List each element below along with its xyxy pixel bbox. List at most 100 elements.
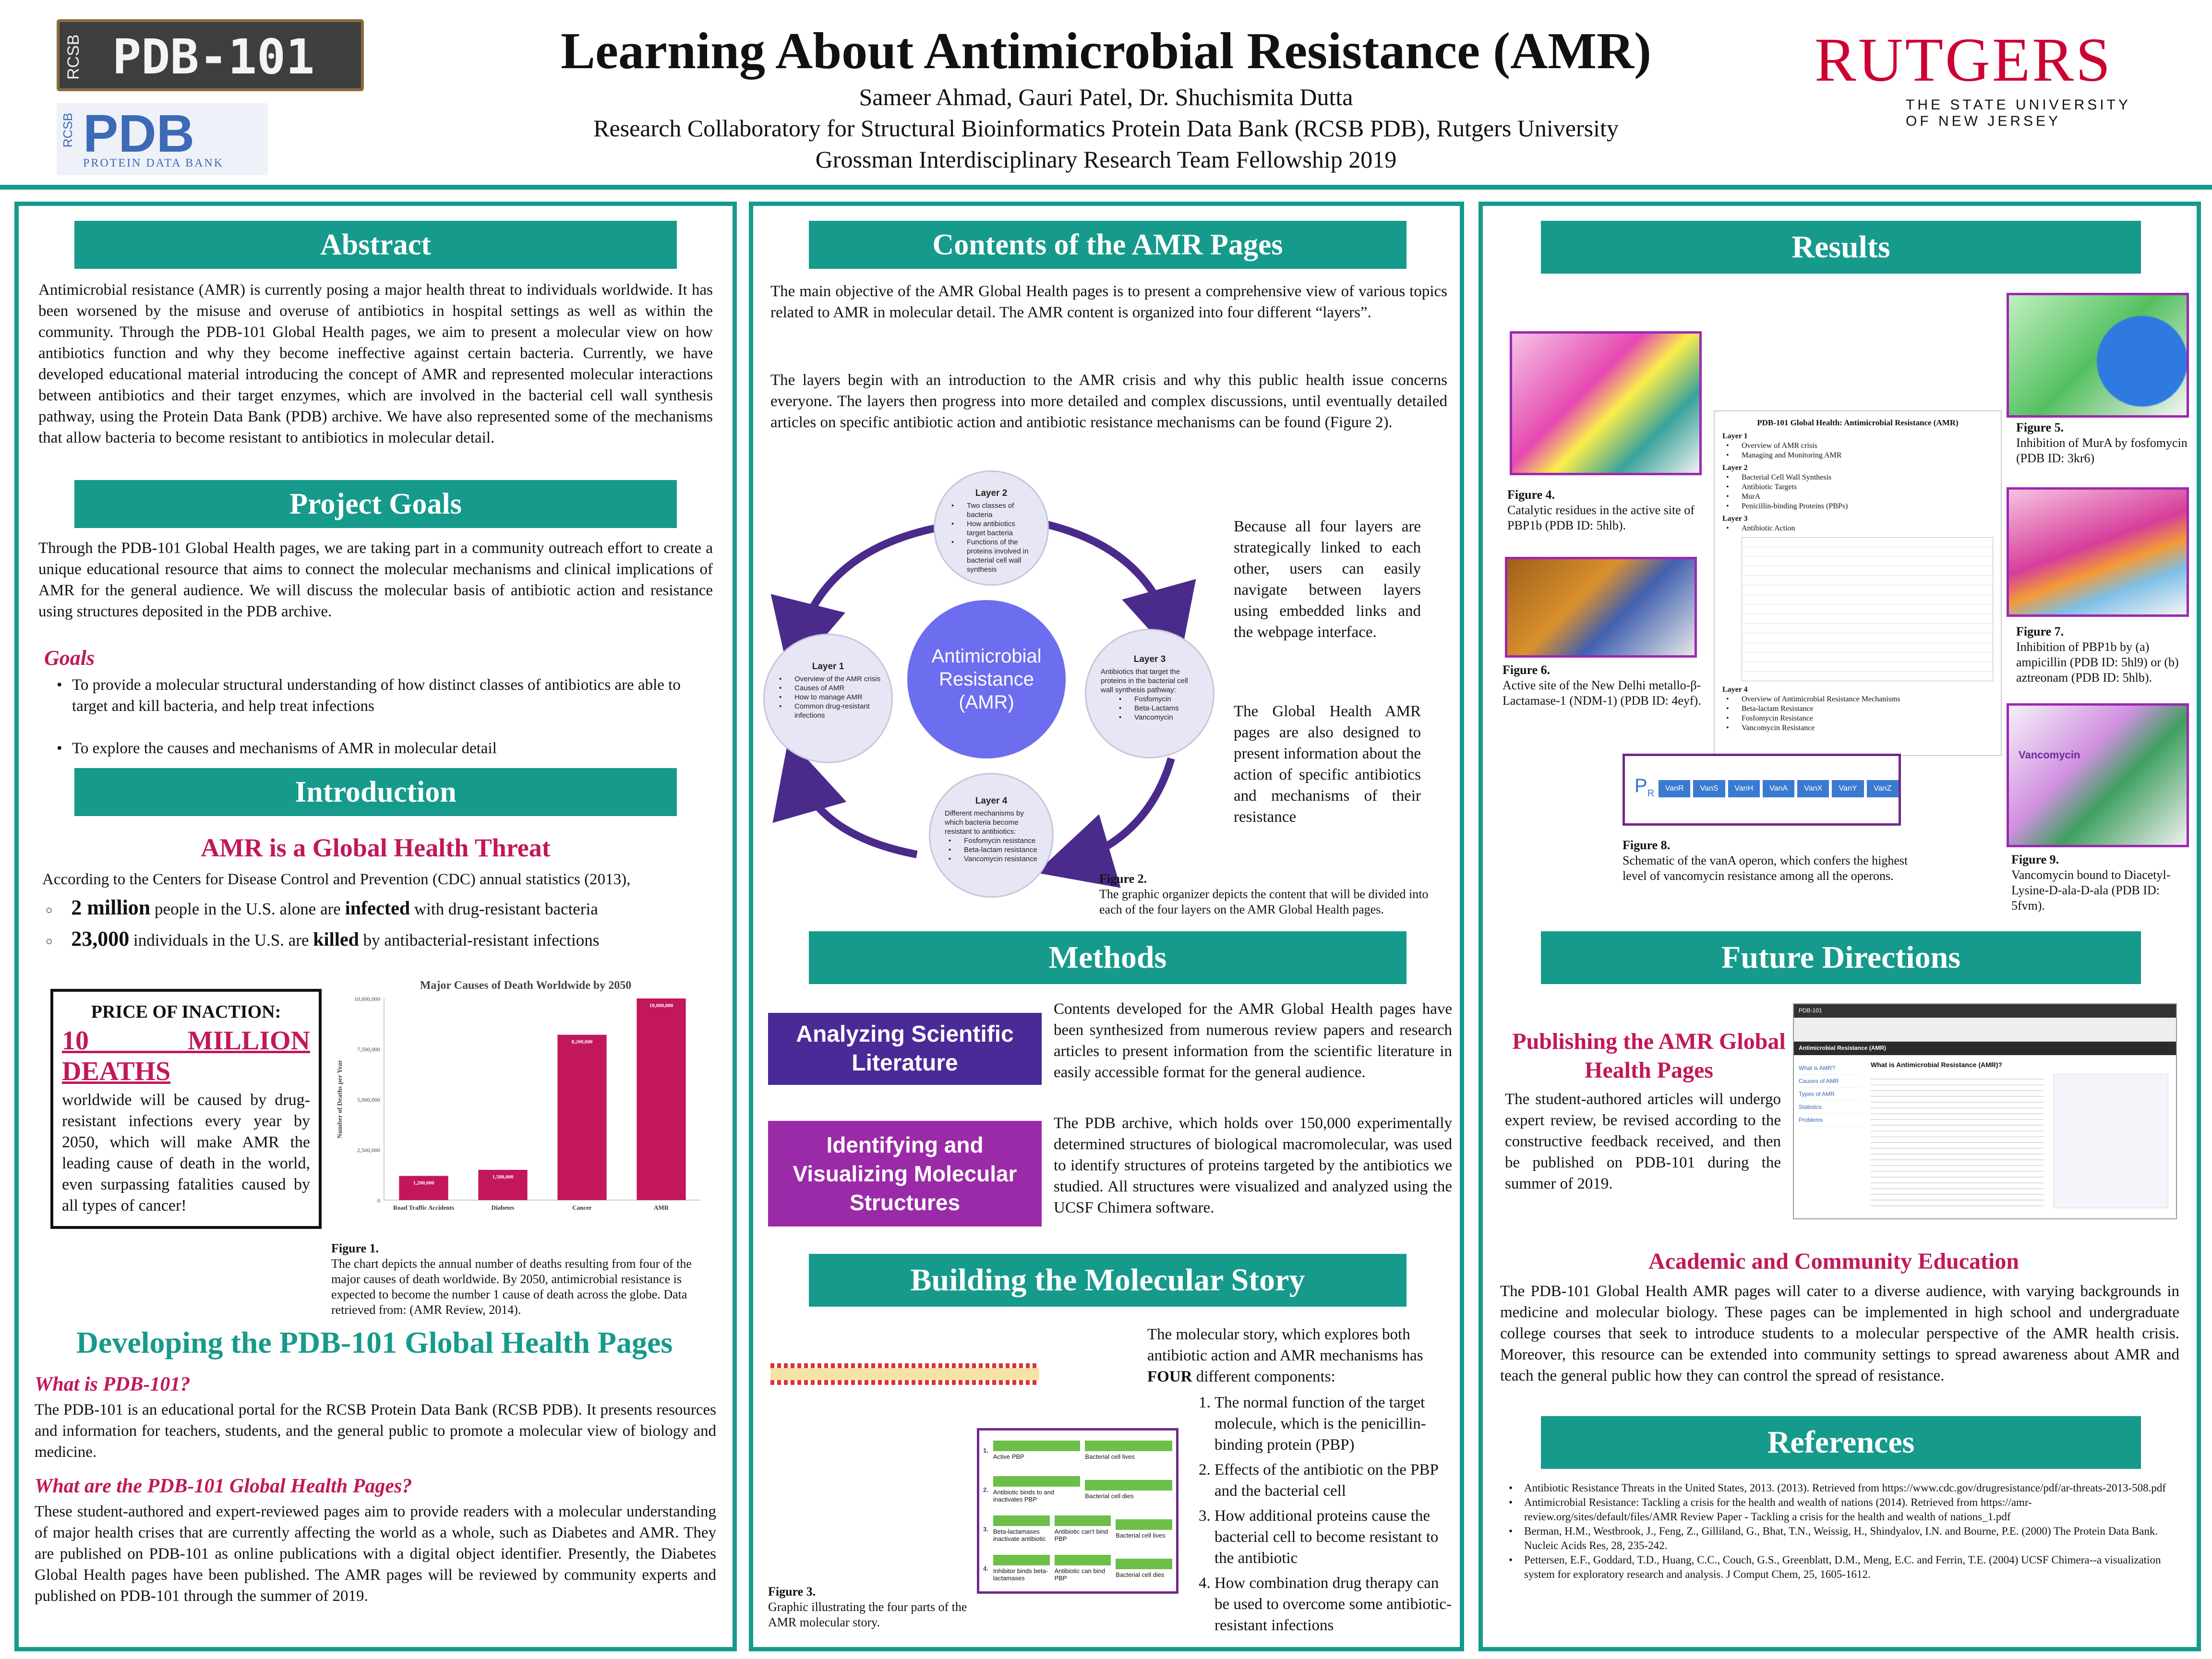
operon-gene: VanX: [1797, 780, 1829, 797]
references-list: Antibiotic Resistance Threats in the Uni…: [1505, 1481, 2179, 1582]
fig3-label: Bacterial cell lives: [1116, 1519, 1172, 1539]
publishing-text: The student-authored articles will under…: [1505, 1091, 1781, 1192]
chart-ytick: 5,000,000: [357, 1096, 380, 1103]
web-nav-link[interactable]: Types of AMR: [1799, 1088, 1861, 1101]
layer2-item: How antibiotics target bacteria: [948, 519, 1035, 538]
fig2-caption: Figure 2. The graphic organizer depicts …: [1099, 872, 1429, 916]
poster-title: Learning About Antimicrobial Resistance …: [561, 23, 1651, 80]
fig7-caption: Figure 7. Inhibition of PBP1b by (a) amp…: [2016, 625, 2179, 685]
layers-arrows: [770, 519, 1196, 888]
layer3-node: Layer 3 Antibiotics that target the prot…: [1085, 629, 1214, 758]
layer3-item: Fosfomycin: [1115, 695, 1199, 704]
web-topbar: PDB-101: [1794, 1004, 2176, 1018]
story-item: Effects of the antibiotic on the PBP and…: [1214, 1459, 1455, 1502]
rutgers-sub1: THE STATE UNIVERSITY: [1906, 97, 2131, 113]
fig3-label: Bacterial cell dies: [1085, 1479, 1172, 1500]
web-title-bar: Antimicrobial Resistance (AMR): [1794, 1042, 2176, 1055]
chart-data-label: 8,200,000: [572, 1039, 593, 1045]
abstract-text: Antimicrobial resistance (AMR) is curren…: [38, 281, 713, 446]
layer3-item: Beta-Lactams: [1115, 704, 1199, 713]
poster-affiliation: Research Collaboratory for Structural Bi…: [593, 115, 1619, 142]
goals-list: To provide a molecular structural unders…: [53, 674, 715, 759]
web-nav-link[interactable]: Problems: [1799, 1114, 1861, 1127]
chart-category-label: AMR: [654, 1204, 669, 1211]
education-text: The PDB-101 Global Health AMR pages will…: [1500, 1283, 2179, 1384]
chart-bar: [557, 1034, 607, 1200]
fig3-row: 2.Antibiotic binds to and inactivates PB…: [979, 1470, 1176, 1509]
fig1-label: Figure 1.: [331, 1241, 379, 1255]
goal-item: To provide a molecular structural unders…: [53, 674, 715, 717]
method-literature-badge: Analyzing Scientific Literature: [768, 1013, 1042, 1085]
pdb101-logo-text: PDB-101: [112, 29, 315, 85]
pdb101-webpage-screenshot: PDB-101 Antimicrobial Resistance (AMR) W…: [1793, 1003, 2177, 1219]
rcsb-logo-text: PDB: [83, 104, 195, 163]
molecular-story-heading: Building the Molecular Story: [809, 1254, 1407, 1307]
chart-ytick: 7,500,000: [357, 1046, 380, 1053]
chart-data-label: 10,000,000: [649, 1003, 673, 1009]
layer3-item: Vancomycin: [1115, 713, 1199, 722]
chart-bar: [478, 1170, 528, 1200]
layer1-node: Layer 1 Overview of the AMR crisisCauses…: [763, 634, 893, 763]
outline-item: Antibiotic Action: [1722, 524, 1993, 533]
goal-item: To explore the causes and mechanisms of …: [53, 738, 715, 759]
fig5-image: [2007, 293, 2189, 418]
stat-row: ○ 2 million people in the U.S. alone are…: [46, 896, 598, 919]
story-item: How additional proteins cause the bacter…: [1214, 1505, 1455, 1569]
chart-ytick: 2,500,000: [357, 1147, 380, 1154]
fig3-caption: Figure 3. Graphic illustrating the four …: [768, 1585, 967, 1629]
web-logo-bar: [1794, 1018, 2176, 1042]
outline-item: Fosfomycin Resistance: [1722, 714, 1993, 723]
what-is-pdb101-text: The PDB-101 is an educational portal for…: [35, 1401, 716, 1461]
fig3-label: Inhibitor binds beta-lactamases: [993, 1555, 1050, 1582]
layers-text2: The Global Health AMR pages are also des…: [1234, 703, 1421, 826]
web-nav-link[interactable]: Causes of AMR: [1799, 1075, 1861, 1088]
global-health-pages-text: These student-authored and expert-review…: [35, 1503, 716, 1605]
threat-heading: AMR is a Global Health Threat: [201, 833, 551, 862]
method-structures-badge: Identifying and Visualizing Molecular St…: [768, 1121, 1042, 1226]
outline-item: Overview of Antimicrobial Resistance Mec…: [1722, 695, 1993, 704]
pdb101-logo: RCSB PDB-101: [57, 19, 364, 91]
fig1-text: The chart depicts the annual number of d…: [331, 1257, 692, 1317]
operon-gene: VanZ: [1866, 780, 1899, 797]
operon-gene: VanH: [1728, 780, 1760, 797]
reference-item: Antibiotic Resistance Threats in the Uni…: [1505, 1481, 2179, 1495]
fig3-label: Antibiotic can't bind PBP: [1054, 1515, 1111, 1542]
chart-data-label: 1,200,000: [413, 1180, 435, 1186]
web-nav-link[interactable]: What is AMR?: [1799, 1062, 1861, 1075]
reference-item: Pettersen, E.F., Goddard, T.D., Huang, C…: [1505, 1553, 2179, 1582]
chart-category-label: Road Traffic Accidents: [393, 1204, 454, 1211]
story-intro: The molecular story, which explores both…: [1147, 1326, 1423, 1385]
layer1-item: How to manage AMR: [775, 693, 881, 702]
story-item: How combination drug therapy can be used…: [1214, 1573, 1455, 1636]
project-goals-text: Through the PDB-101 Global Health pages,…: [38, 540, 713, 620]
outline-item: Overview of AMR crisis: [1722, 441, 1993, 451]
fig7-image: [2007, 487, 2189, 617]
fig3-membrane-graphic: [770, 1330, 1039, 1416]
publishing-heading: Publishing the AMR Global Health Pages: [1512, 1029, 1786, 1083]
fig5-caption: Figure 5. Inhibition of MurA by fosfomyc…: [2016, 421, 2188, 465]
layer1-item: Causes of AMR: [775, 684, 881, 693]
fig4-caption: Figure 4. Catalytic residues in the acti…: [1507, 488, 1695, 532]
price-title: PRICE OF INACTION:: [91, 1002, 281, 1022]
chart-ytick: 10,000,000: [354, 996, 380, 1002]
chart-ylabel: Number of Deaths per Year: [337, 1060, 344, 1139]
layer4-item: Vancomycin resistance: [945, 854, 1038, 864]
chart-data-label: 1,500,000: [493, 1174, 514, 1180]
operon-gene: VanS: [1693, 780, 1725, 797]
fig3-label: Bacterial cell lives: [1085, 1440, 1172, 1460]
method-structures-text: The PDB archive, which holds over 150,00…: [1054, 1115, 1452, 1216]
stat1-number: 2 million: [71, 896, 151, 919]
outline-item: Managing and Monitoring AMR: [1722, 451, 1993, 460]
layer4-item: Beta-lactam resistance: [945, 845, 1038, 854]
future-directions-heading: Future Directions: [1541, 931, 2141, 984]
rutgers-sub2: OF NEW JERSEY: [1906, 113, 2061, 129]
methods-heading: Methods: [809, 931, 1407, 984]
layer1-item: Common drug-resistant infections: [775, 702, 881, 720]
web-nav-link[interactable]: Statistics: [1799, 1101, 1861, 1114]
chart-bar: [637, 998, 686, 1200]
